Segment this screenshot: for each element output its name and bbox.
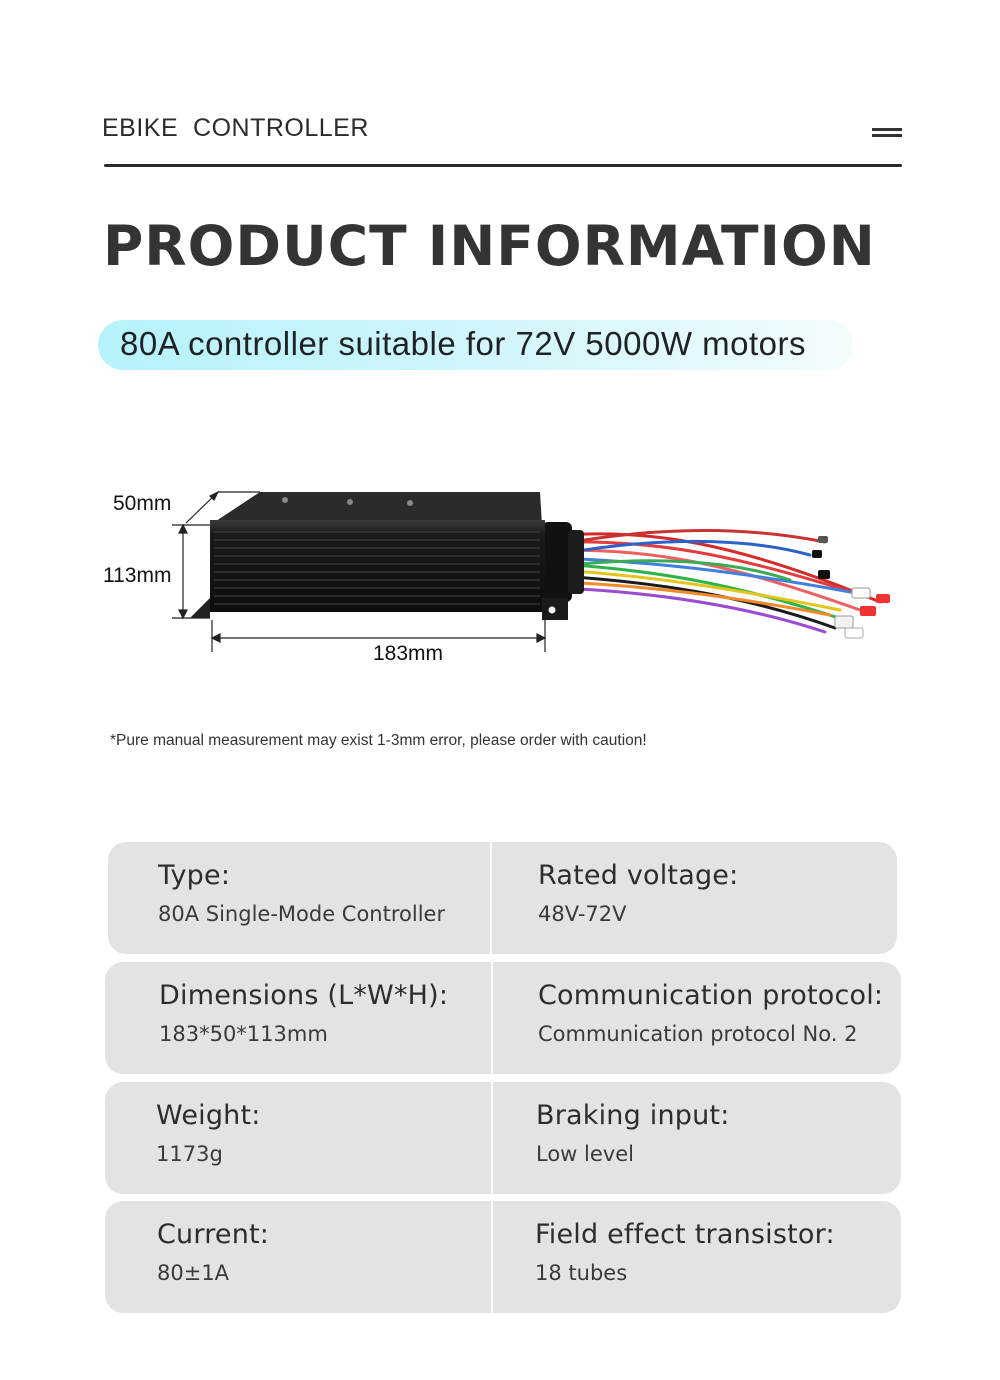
spec-cell-right: Rated voltage: 48V-72V [538, 860, 738, 926]
spec-value: 80±1A [157, 1261, 230, 1285]
measurement-note: *Pure manual measurement may exist 1-3mm… [110, 732, 647, 749]
spec-value: 183*50*113mm [159, 1022, 328, 1046]
spec-label: Type: [158, 860, 231, 891]
spec-value: Low level [536, 1142, 634, 1166]
dimension-width-label: 50mm [113, 492, 172, 515]
product-image: 50mm 113mm 183mm [90, 470, 950, 690]
page-title: PRODUCT INFORMATION [103, 214, 876, 278]
spec-cell-left: Current: 80±1A [157, 1219, 269, 1285]
spec-row: Weight: 1173g Braking input: Low level [105, 1082, 901, 1194]
spec-cell-right: Field effect transistor: 18 tubes [535, 1219, 835, 1285]
spec-row: Current: 80±1A Field effect transistor: … [105, 1201, 901, 1313]
spec-value: 48V-72V [538, 902, 627, 926]
spec-divider [491, 1201, 493, 1313]
spec-cell-left: Dimensions (L*W*H): 183*50*113mm [159, 980, 448, 1046]
header-title: EBIKE CONTROLLER [102, 114, 369, 142]
spec-label: Dimensions (L*W*H): [159, 980, 449, 1011]
spec-value: 18 tubes [535, 1261, 628, 1285]
dimension-length-label: 183mm [373, 642, 444, 665]
subtitle-text: 80A controller suitable for 72V 5000W mo… [120, 325, 807, 362]
spec-value: Communication protocol No. 2 [538, 1022, 858, 1046]
spec-value: 80A Single-Mode Controller [158, 902, 446, 926]
spec-divider [491, 962, 493, 1074]
dimension-height-label: 113mm [103, 564, 172, 587]
spec-row: Type: 80A Single-Mode Controller Rated v… [108, 842, 897, 954]
spec-cell-left: Weight: 1173g [156, 1100, 261, 1166]
spec-cell-left: Type: 80A Single-Mode Controller [158, 860, 445, 926]
spec-label: Weight: [156, 1100, 261, 1131]
spec-divider [491, 1082, 493, 1194]
controller-illustration [172, 490, 890, 652]
spec-divider [490, 842, 492, 954]
header-divider [104, 164, 902, 167]
spec-label: Field effect transistor: [535, 1219, 835, 1250]
spec-label: Communication protocol: [538, 980, 884, 1011]
spec-label: Current: [157, 1219, 270, 1250]
spec-cell-right: Braking input: Low level [536, 1100, 730, 1166]
subtitle-banner: 80A controller suitable for 72V 5000W mo… [98, 320, 853, 370]
spec-label: Rated voltage: [538, 860, 739, 891]
spec-row: Dimensions (L*W*H): 183*50*113mm Communi… [105, 962, 901, 1074]
spec-label: Braking input: [536, 1100, 730, 1131]
spec-value: 1173g [156, 1142, 223, 1166]
hamburger-menu-icon[interactable] [872, 128, 902, 138]
spec-cell-right: Communication protocol: Communication pr… [538, 980, 883, 1046]
